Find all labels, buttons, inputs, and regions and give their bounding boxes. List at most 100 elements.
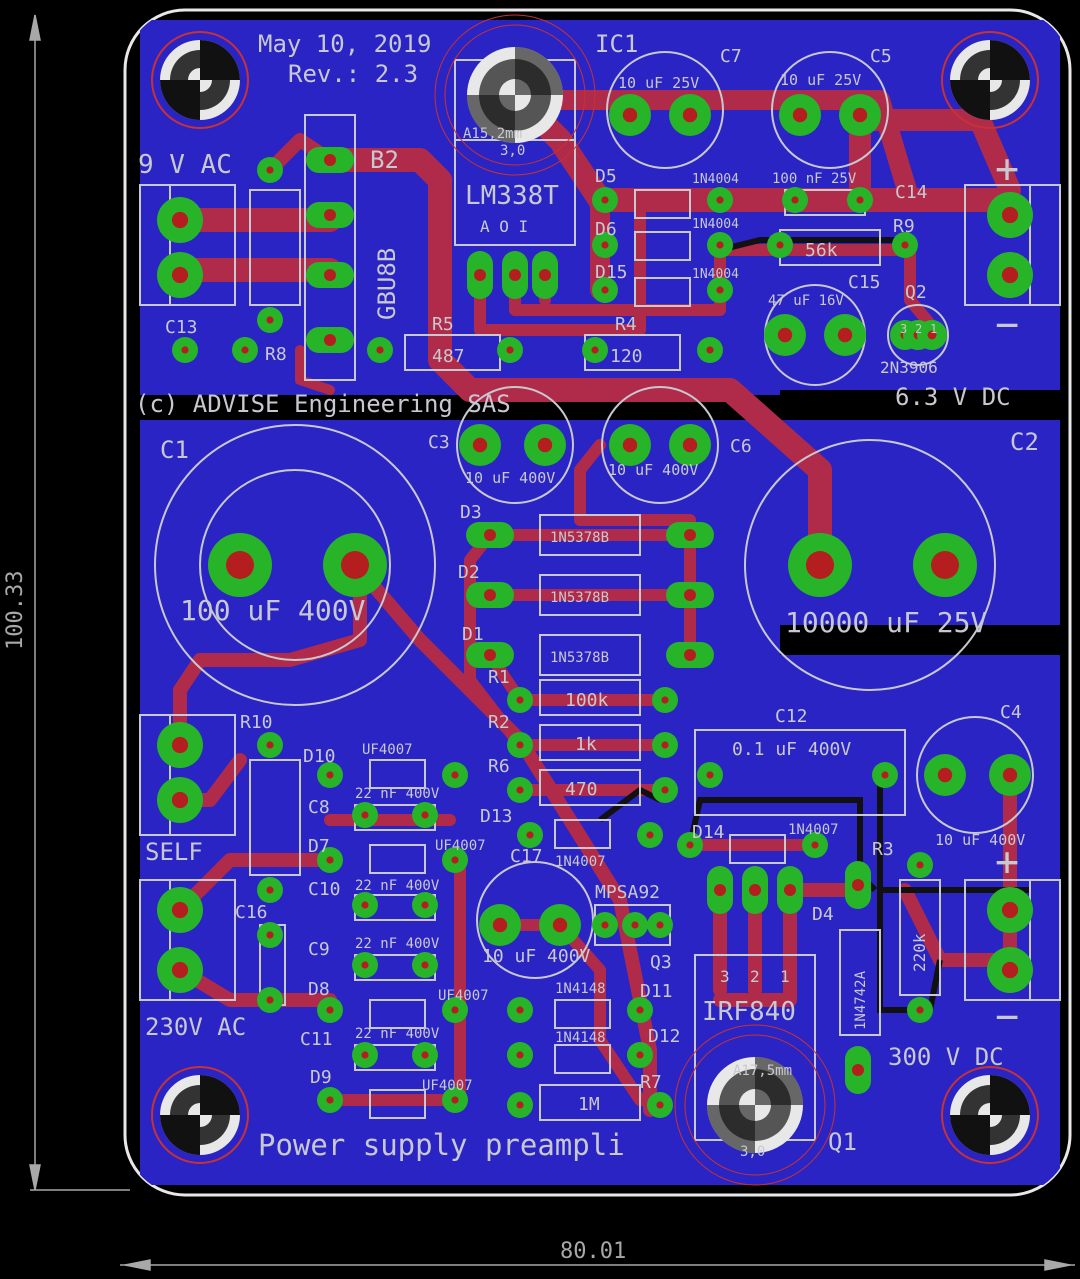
drill-hole: [682, 107, 698, 123]
drill-hole: [661, 786, 669, 794]
pads: [157, 94, 1033, 1118]
d2-value: 1N5378B: [550, 590, 609, 606]
q2-pin-1: 1: [930, 322, 937, 336]
c10-ref: C10: [308, 879, 341, 900]
c13-ref: C13: [165, 317, 198, 338]
drill-hole: [927, 330, 937, 340]
ic1-value: LM338T: [465, 181, 559, 211]
drill-hole: [509, 269, 521, 281]
date-text: May 10, 2019: [258, 30, 431, 58]
q1-hole: A17,5mm: [733, 1063, 792, 1079]
drill-hole: [656, 921, 664, 929]
drill-hole: [516, 786, 524, 794]
d13-ref: D13: [480, 806, 513, 827]
drill-hole: [266, 741, 274, 749]
plus-sign-6v3: +: [995, 146, 1019, 192]
c17-value: 10 uF 400V: [482, 946, 591, 967]
height-dimension: 100.33: [3, 571, 28, 650]
drill-hole: [811, 841, 819, 849]
r7-ref: R7: [640, 1072, 662, 1093]
d14-ref: D14: [692, 822, 725, 843]
drill-hole: [646, 831, 654, 839]
c11-ref: C11: [300, 1029, 333, 1050]
r3-ref: R3: [872, 839, 894, 860]
r9-ref: R9: [893, 216, 915, 237]
r5-value: 487: [432, 346, 465, 367]
c4-ref: C4: [1000, 702, 1022, 723]
d11-ref: D11: [640, 981, 673, 1002]
c8-ref: C8: [308, 797, 330, 818]
drill-hole: [881, 771, 889, 779]
drill-hole: [591, 346, 599, 354]
drill-hole: [516, 1101, 524, 1109]
drill-hole: [266, 996, 274, 1004]
c14-ref: C14: [895, 182, 928, 203]
c14-value: 100 nF 25V: [772, 171, 857, 187]
drill-hole: [324, 209, 336, 221]
c5-ref: C5: [870, 46, 892, 67]
q1-pin-1: 1: [780, 967, 790, 986]
drill-hole: [792, 107, 808, 123]
drill-hole: [484, 649, 496, 661]
c9-ref: C9: [308, 939, 330, 960]
drill-hole: [421, 901, 429, 909]
drill-hole: [622, 437, 638, 453]
r5-ref: R5: [432, 314, 454, 335]
drill-hole: [266, 931, 274, 939]
d14-value: 1N4007: [788, 822, 839, 838]
drill-hole: [266, 886, 274, 894]
c16-ref: C16: [235, 902, 268, 923]
q3-value: MPSA92: [595, 882, 660, 903]
c6-value: 10 uF 400V: [608, 461, 698, 479]
label-6v3-dc: 6.3 V DC: [895, 383, 1011, 411]
label-9v-ac: 9 V AC: [138, 150, 232, 180]
minus-sign-6v3: −: [995, 302, 1019, 348]
drill-hole: [421, 1051, 429, 1059]
drill-hole: [266, 316, 274, 324]
r6-ref: R6: [488, 756, 510, 777]
q2-value: 2N3906: [880, 358, 938, 377]
drill-hole: [484, 589, 496, 601]
drill-hole: [171, 736, 189, 754]
b2-ref: B2: [370, 146, 399, 174]
drill-hole: [661, 696, 669, 704]
drill-hole: [537, 437, 553, 453]
drill-hole: [716, 241, 724, 249]
drill-hole: [516, 696, 524, 704]
d8-ref: D8: [308, 979, 330, 1000]
drill-hole: [171, 266, 189, 284]
c3-ref: C3: [428, 432, 450, 453]
c10-value: 22 nF 400V: [355, 878, 440, 894]
drill-hole: [421, 811, 429, 819]
r4-value: 120: [610, 346, 643, 367]
d12-ref: D12: [648, 1026, 681, 1047]
c12-value: 0.1 uF 400V: [732, 739, 851, 760]
c9-value: 22 nF 400V: [355, 936, 440, 952]
q1-value: IRF840: [702, 997, 796, 1027]
label-self: SELF: [145, 838, 203, 866]
label-230v-ac: 230V AC: [145, 1013, 246, 1041]
label-300v-dc: 300 V DC: [888, 1043, 1004, 1071]
drill-hole: [324, 334, 336, 346]
minus-sign-300v: −: [995, 994, 1019, 1040]
drill-hole: [601, 921, 609, 929]
drill-hole: [376, 346, 384, 354]
drill-hole: [361, 961, 369, 969]
r9-value: 56k: [805, 240, 838, 261]
drill-hole: [326, 1096, 334, 1104]
q2-ref: Q2: [905, 282, 927, 303]
c6-ref: C6: [730, 436, 752, 457]
drill-hole: [806, 551, 834, 579]
d3-value: 1N5378B: [550, 530, 609, 546]
drill-hole: [684, 589, 696, 601]
drill-hole: [777, 327, 793, 343]
c2-value: 10000 uF 25V: [785, 606, 987, 639]
drill-hole: [852, 1064, 864, 1076]
d8-value: UF4007: [438, 988, 489, 1004]
footer-title: Power supply preampli: [258, 1128, 625, 1162]
ic1-ref: IC1: [595, 30, 638, 58]
drill-hole: [856, 196, 864, 204]
d3-ref: D3: [460, 502, 482, 523]
r7-value: 1M: [578, 1094, 600, 1115]
